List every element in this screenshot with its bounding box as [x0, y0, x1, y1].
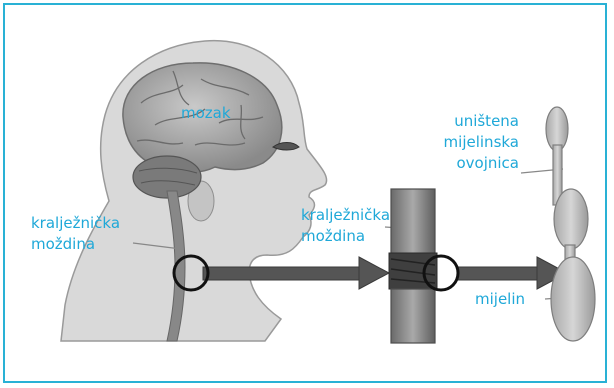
label-brain: mozak — [181, 103, 231, 124]
cord-segment — [389, 189, 437, 343]
diagram-illustration — [5, 5, 605, 381]
arrow-2 — [457, 257, 567, 289]
label-damaged-sheath-line3: ovojnica — [423, 153, 519, 174]
label-spinal-cord-left-line2: moždina — [31, 234, 95, 255]
label-myelin: mijelin — [475, 289, 525, 310]
nerve-fiber — [546, 107, 595, 341]
label-spinal-cord-mid-line2: moždina — [301, 226, 365, 247]
label-damaged-sheath-line2: mijelinska — [423, 132, 519, 153]
label-damaged-sheath-line1: uništena — [423, 111, 519, 132]
figure-frame: mozak kralježnička moždina kralježnička … — [3, 3, 607, 383]
label-spinal-cord-left-line1: kralježnička — [31, 213, 120, 234]
label-spinal-cord-mid-line1: kralježnička — [301, 205, 390, 226]
